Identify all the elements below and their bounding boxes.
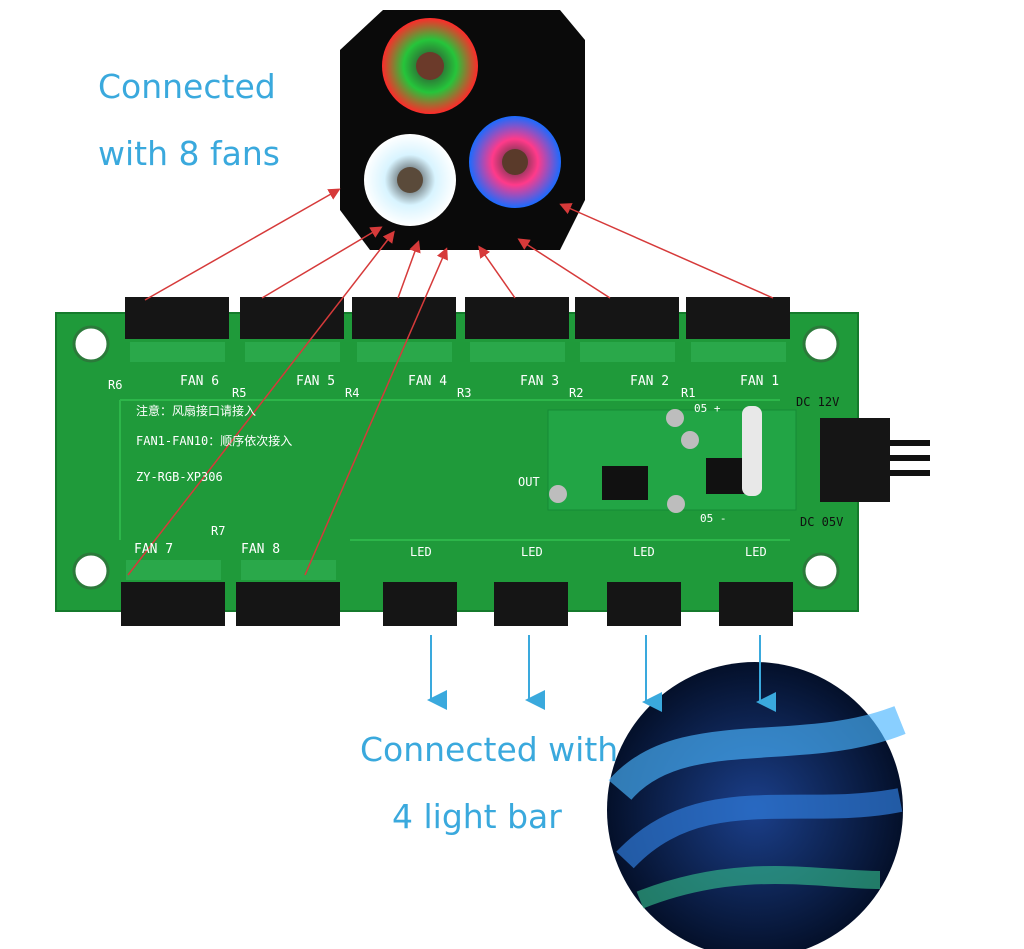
bottom-fan-connectors — [121, 560, 340, 626]
label-notice-1: 注意：风扇接口请接入 — [136, 403, 256, 418]
label-fan-8: FAN 8 — [241, 542, 280, 557]
label-fan-6: FAN 6 — [180, 374, 219, 389]
label-fan-1: FAN 1 — [740, 374, 779, 389]
label-fan-3: FAN 3 — [520, 374, 559, 389]
label-dc-12v: DC 12V — [796, 395, 839, 409]
fans-photo — [340, 10, 585, 250]
label-led-2: LED — [521, 545, 543, 559]
caption-lightbar-line1: Connected with — [360, 730, 619, 769]
led-connectors — [383, 582, 793, 626]
led-arrows — [427, 635, 776, 712]
caption-fans-line2: with 8 fans — [98, 134, 280, 173]
label-fan-2: FAN 2 — [630, 374, 669, 389]
label-r5: R5 — [232, 386, 246, 400]
label-r3: R3 — [457, 386, 471, 400]
label-05-minus: 05 - — [700, 512, 727, 525]
label-fan-5: FAN 5 — [296, 374, 335, 389]
label-led-1: LED — [410, 545, 432, 559]
pcb-board — [55, 297, 930, 626]
dc-power-connector — [820, 418, 930, 502]
controller-module — [547, 406, 797, 513]
label-r7: R7 — [211, 524, 225, 538]
label-fan-7: FAN 7 — [134, 542, 173, 557]
label-led-3: LED — [633, 545, 655, 559]
fan-arrows — [127, 188, 774, 576]
label-dc-05v: DC 05V — [800, 515, 843, 529]
label-out: OUT — [518, 475, 540, 489]
label-r2: R2 — [569, 386, 583, 400]
light-strip-photo — [607, 662, 906, 949]
caption-lightbar-line2: 4 light bar — [392, 797, 562, 836]
label-r4: R4 — [345, 386, 359, 400]
label-fan-4: FAN 4 — [408, 374, 447, 389]
label-05-plus: 05 + — [694, 402, 721, 415]
label-r6: R6 — [108, 378, 122, 392]
label-notice-2: FAN1-FAN10：顺序依次接入 — [136, 433, 292, 448]
label-r1: R1 — [681, 386, 695, 400]
label-led-4: LED — [745, 545, 767, 559]
label-model: ZY-RGB-XP306 — [136, 470, 223, 484]
top-fan-connectors — [125, 297, 790, 362]
caption-fans-line1: Connected — [98, 67, 276, 106]
